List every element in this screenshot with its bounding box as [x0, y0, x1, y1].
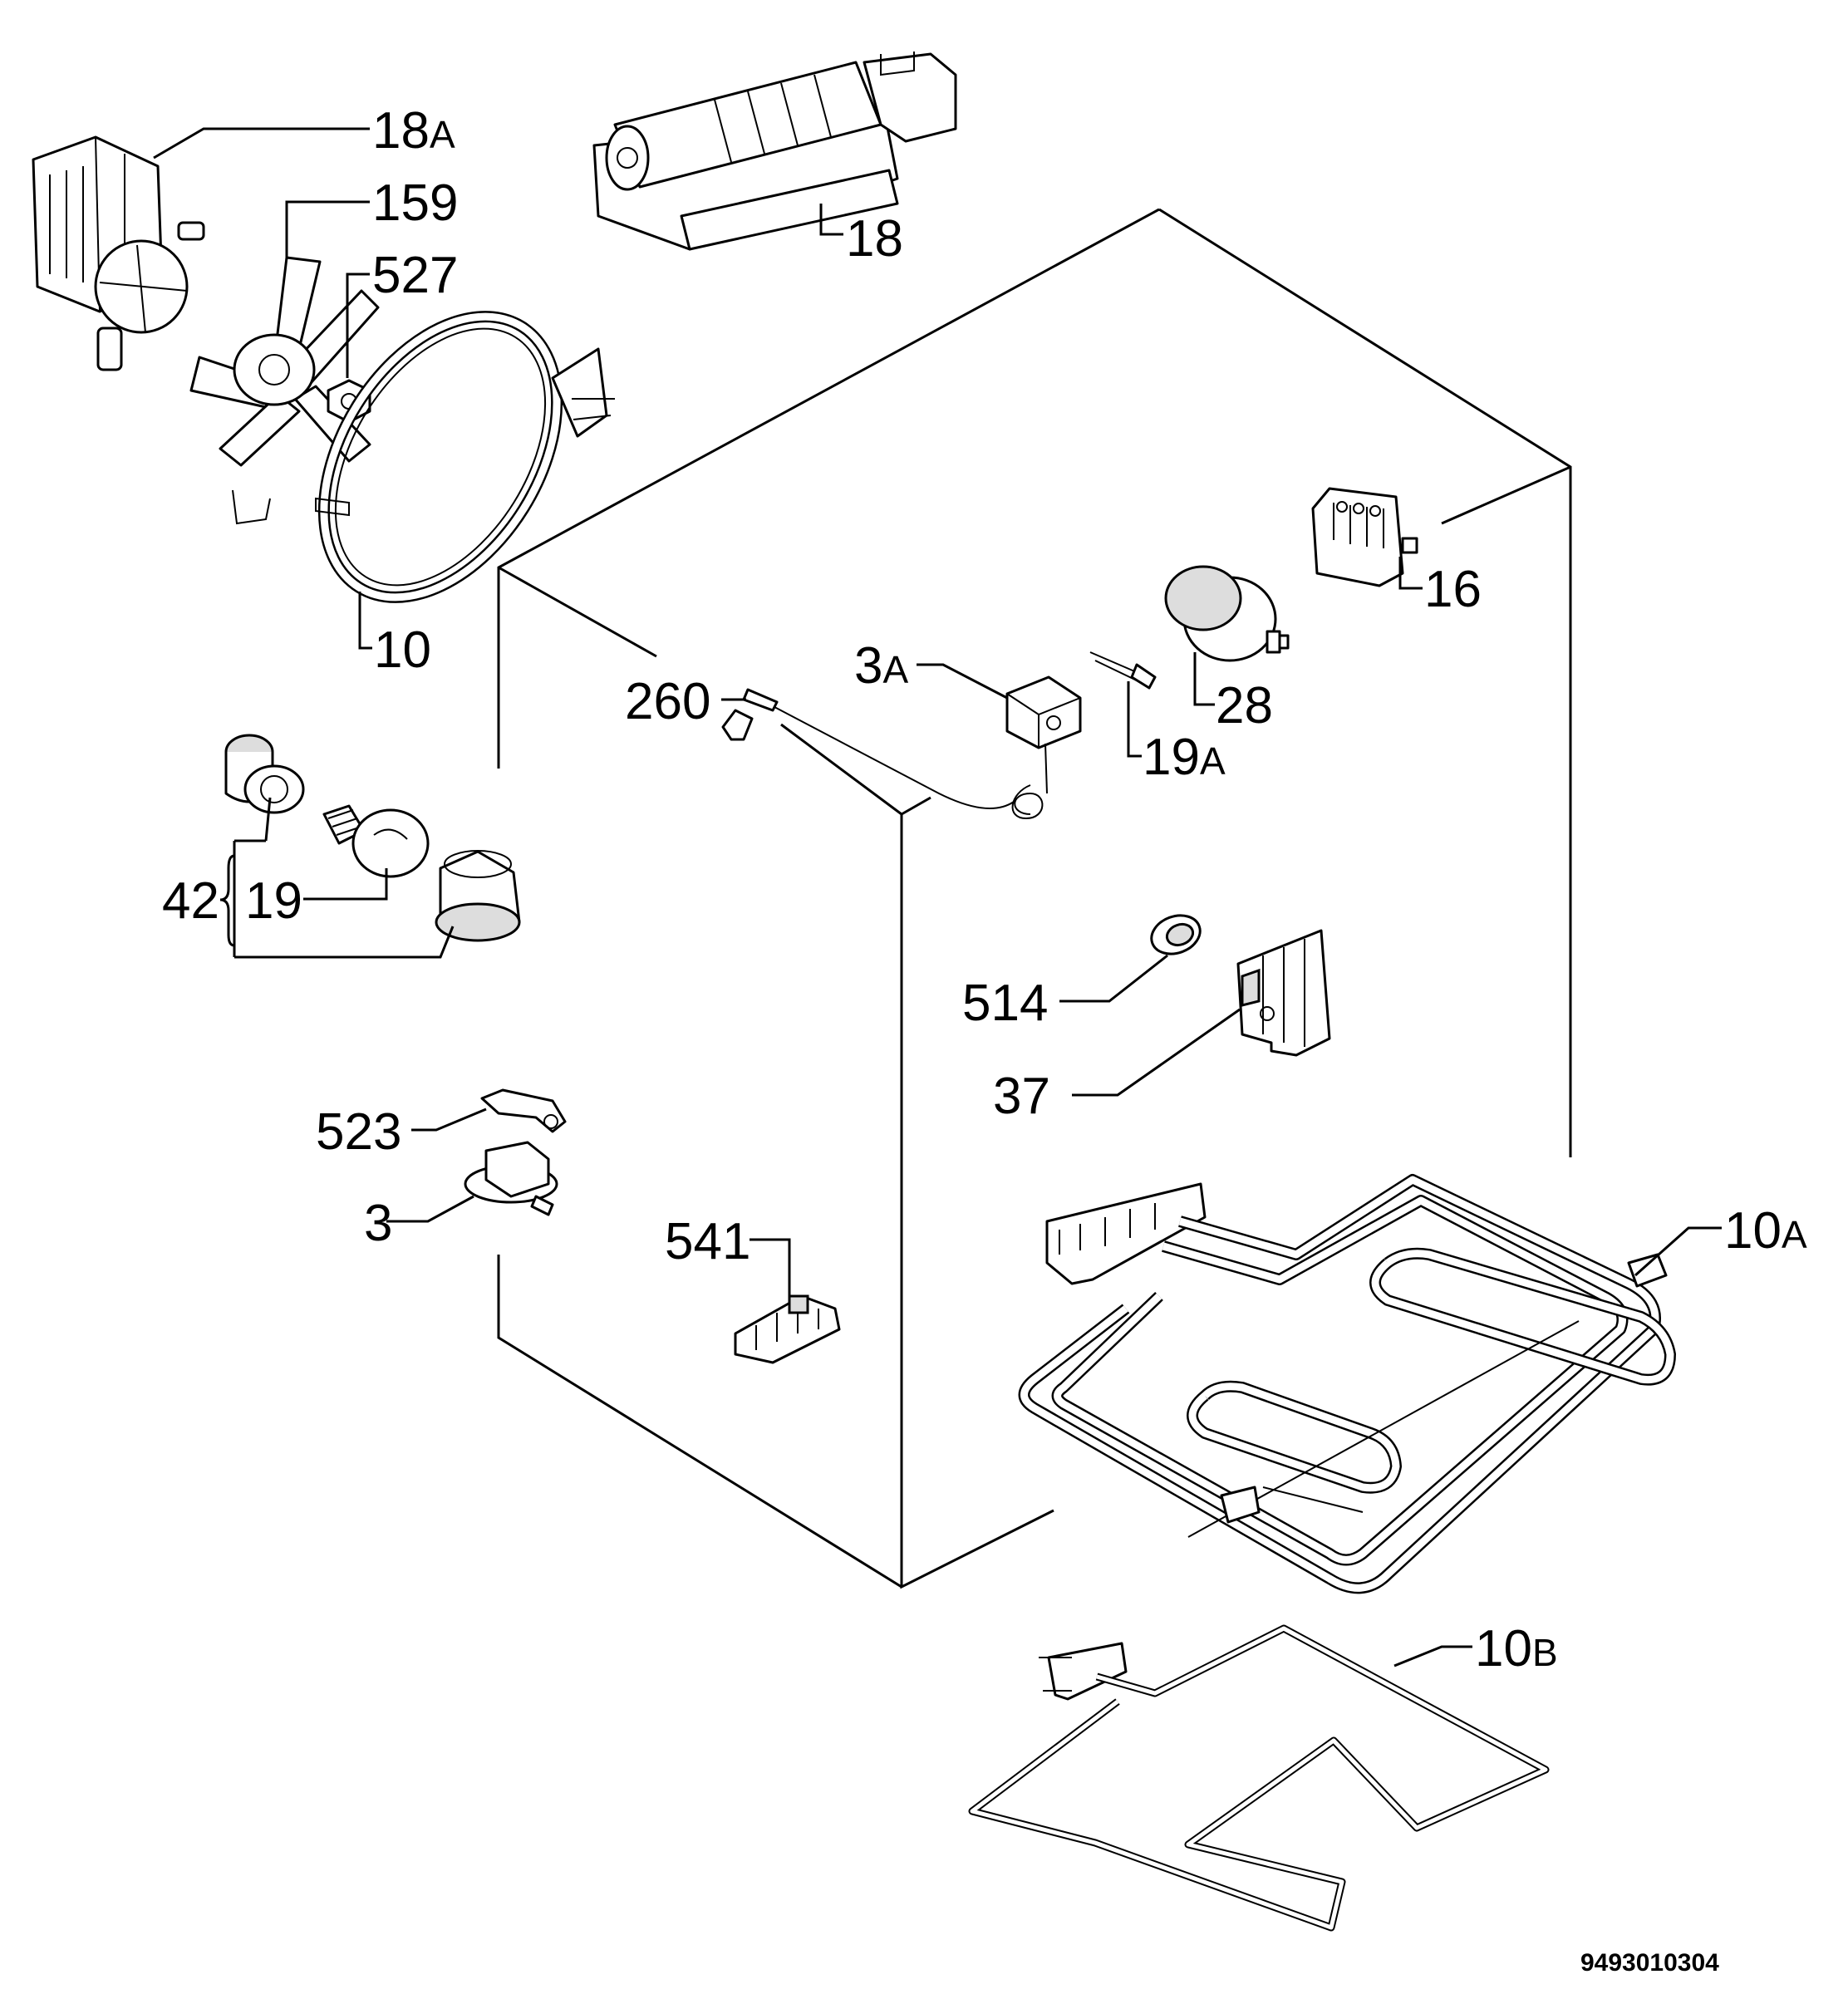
label-16: 16: [1424, 561, 1482, 618]
label-527: 527: [372, 247, 458, 304]
label-541: 541: [665, 1213, 750, 1270]
label-18a: 18A: [372, 102, 455, 160]
label-260: 260: [625, 673, 710, 730]
leader-523: [411, 1108, 487, 1132]
label-10a: 10A: [1724, 1202, 1807, 1260]
thermostat-part: [1164, 565, 1290, 662]
leader-514: [1059, 954, 1168, 1003]
grommet-part: [1150, 914, 1202, 955]
leader-10a: [1634, 1226, 1722, 1277]
leader-42-bracket: [233, 797, 455, 959]
label-19a: 19A: [1143, 729, 1226, 786]
leader-3a: [917, 663, 1008, 700]
bottom-element-part: [968, 1624, 1550, 1932]
label-3: 3: [364, 1195, 392, 1252]
lamp-holder-part: [224, 734, 305, 814]
label-19: 19: [245, 872, 302, 930]
label-28: 28: [1216, 677, 1273, 734]
leader-37: [1072, 1008, 1241, 1097]
leader-18a: [153, 127, 370, 160]
leader-28: [1193, 652, 1215, 706]
bracket-42: [219, 854, 235, 947]
lamp-cover-part: [435, 850, 521, 942]
sensor-part: [1089, 651, 1157, 690]
leader-10b: [1393, 1645, 1472, 1667]
grill-element-part: [1018, 1174, 1676, 1594]
oven-cavity-outline: [497, 208, 1572, 1589]
leader-16: [1398, 557, 1423, 590]
circular-element-part: [315, 311, 615, 603]
label-18: 18: [846, 210, 903, 268]
terminal-block-part: [1236, 929, 1331, 1057]
label-37: 37: [993, 1068, 1050, 1125]
label-514: 514: [962, 975, 1048, 1032]
leader-3: [386, 1195, 474, 1223]
label-10b: 10B: [1475, 1620, 1558, 1677]
leader-10: [358, 592, 372, 650]
lamp-bulb-part: [322, 804, 430, 878]
safety-thermostat-part: [464, 1141, 558, 1216]
bracket-clip-part: [480, 1088, 567, 1133]
leader-19: [303, 868, 388, 901]
label-523: 523: [316, 1103, 401, 1161]
selector-switch-part: [1311, 487, 1418, 587]
label-159: 159: [372, 174, 458, 232]
leader-19a: [1127, 681, 1142, 758]
leader-159: [285, 200, 370, 259]
leader-527: [346, 273, 370, 378]
fan-motor-part: [32, 135, 205, 371]
capillary-thermostat-part: [721, 675, 1082, 820]
connector-block-part: [734, 1294, 841, 1364]
document-number: 9493010304: [1580, 1949, 1719, 1977]
label-3a: 3A: [854, 637, 908, 695]
label-10: 10: [374, 621, 431, 679]
tangential-fan-part: [592, 52, 957, 251]
leader-541: [750, 1238, 791, 1296]
label-42: 42: [162, 872, 219, 930]
leader-18: [819, 204, 843, 236]
fan-blade-part: [189, 256, 380, 525]
